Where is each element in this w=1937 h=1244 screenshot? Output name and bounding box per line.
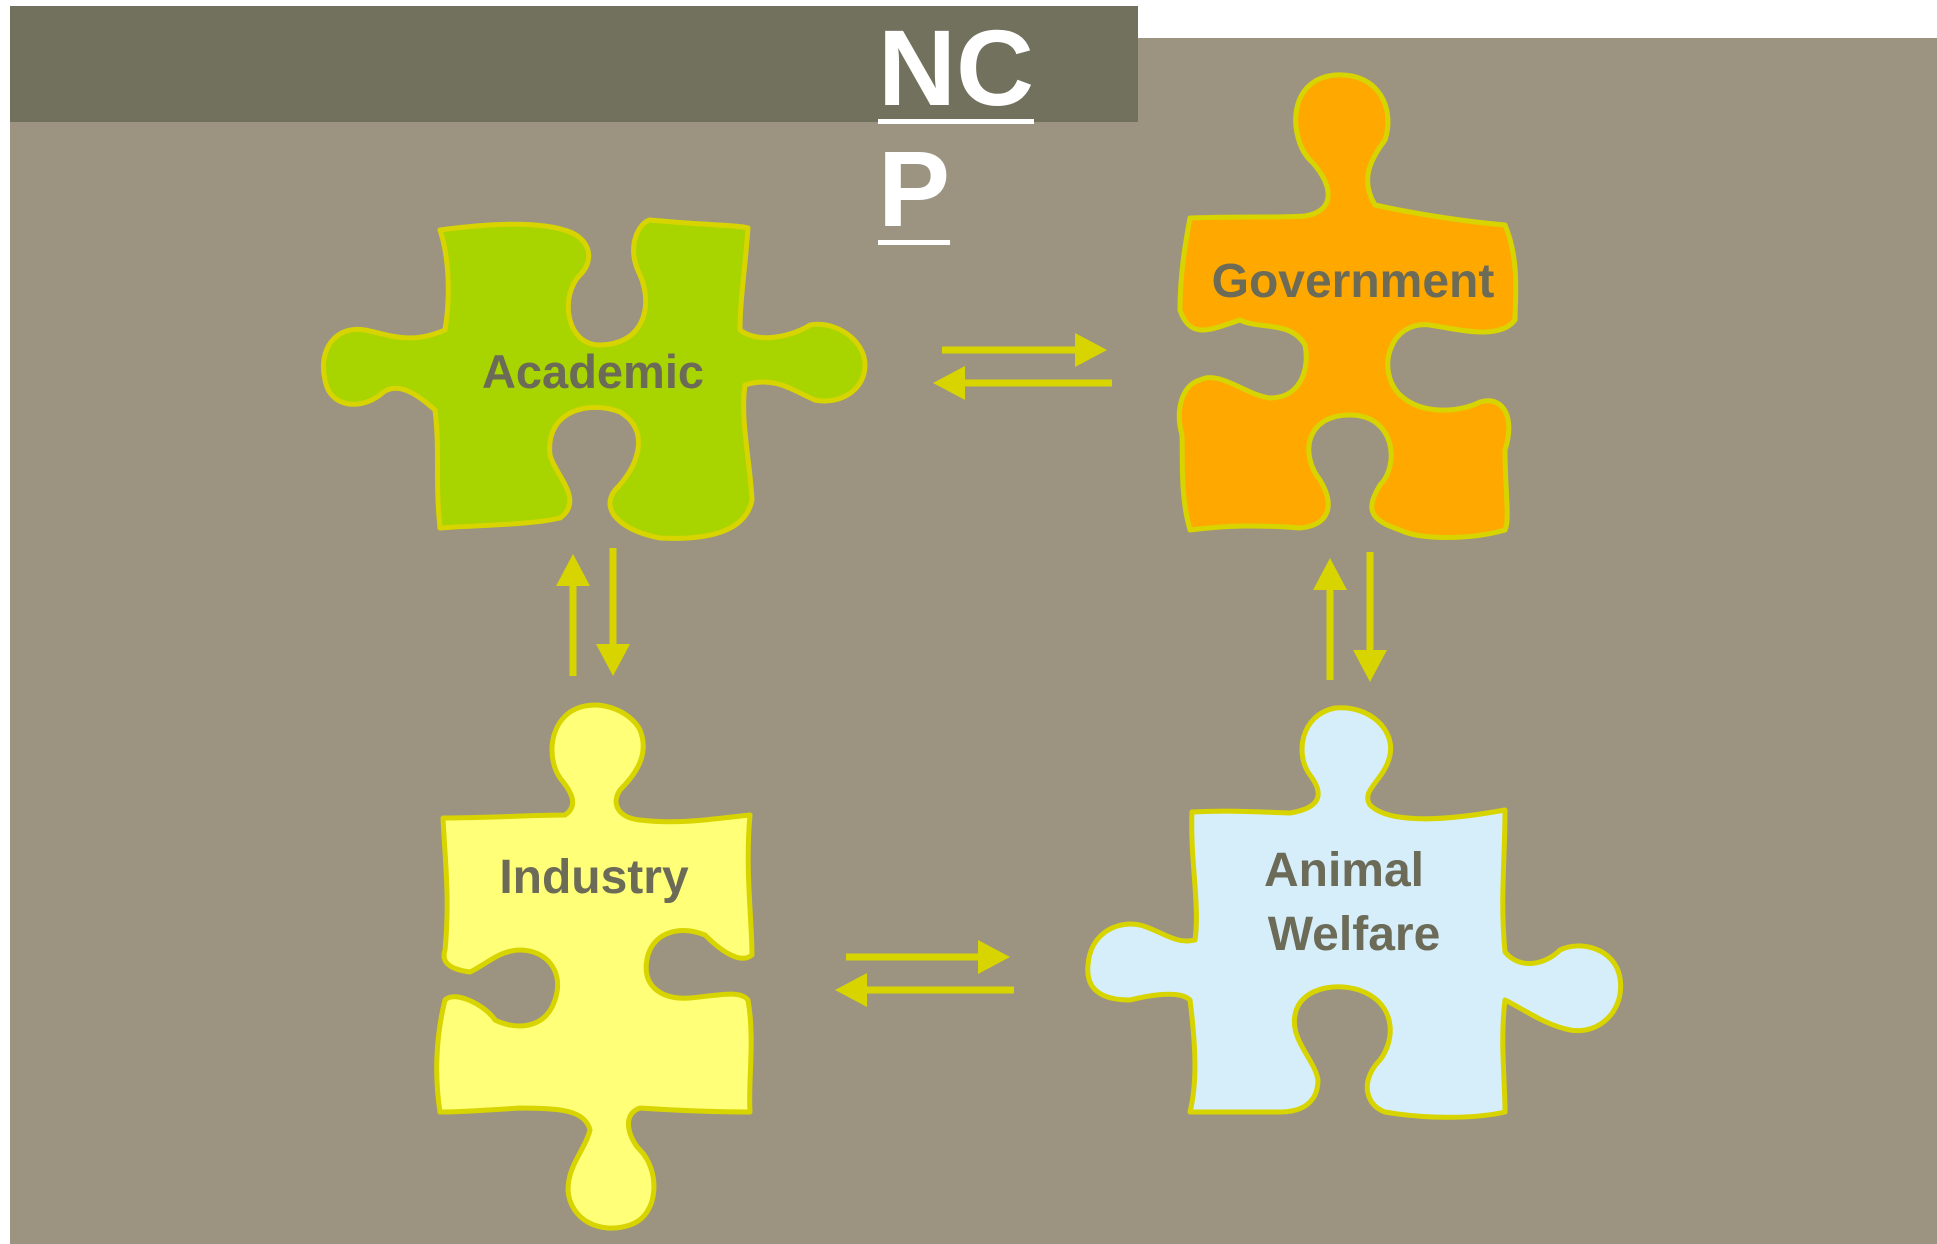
- puzzle-piece-government: Government: [1176, 72, 1519, 540]
- government-shape: [1176, 72, 1519, 540]
- arrowhead-left: [933, 366, 965, 400]
- page-background: [10, 38, 1937, 1244]
- arrowhead-left: [835, 973, 867, 1007]
- animal-welfare-label-line2: Welfare: [1268, 908, 1441, 961]
- academic-shape: [321, 217, 868, 541]
- arrows-government-animal-welfare: [1313, 552, 1387, 682]
- arrows-industry-animal-welfare: [835, 940, 1014, 1007]
- government-label: Government: [1212, 255, 1495, 308]
- title-line-1: NC: [878, 7, 1034, 128]
- industry-label: Industry: [499, 851, 689, 904]
- puzzle-piece-industry: Industry: [434, 702, 755, 1231]
- title-line-2: P: [878, 128, 951, 249]
- arrowhead-right: [978, 940, 1010, 974]
- arrowhead-right: [1075, 333, 1107, 367]
- industry-shape: [434, 702, 755, 1231]
- header-band: [10, 6, 1138, 122]
- arrowhead-up: [1313, 558, 1347, 590]
- arrowhead-down: [596, 644, 630, 676]
- arrows-academic-industry: [556, 548, 630, 676]
- arrowhead-down: [1353, 650, 1387, 682]
- puzzle-piece-animal-welfare: Animal Welfare: [1085, 705, 1624, 1120]
- animal-welfare-shape: [1085, 705, 1624, 1120]
- puzzle-piece-academic: Academic: [321, 217, 868, 541]
- arrowhead-up: [556, 554, 590, 586]
- academic-label: Academic: [482, 345, 704, 398]
- arrows-academic-government: [933, 333, 1112, 400]
- animal-welfare-label-line1: Animal: [1264, 844, 1424, 897]
